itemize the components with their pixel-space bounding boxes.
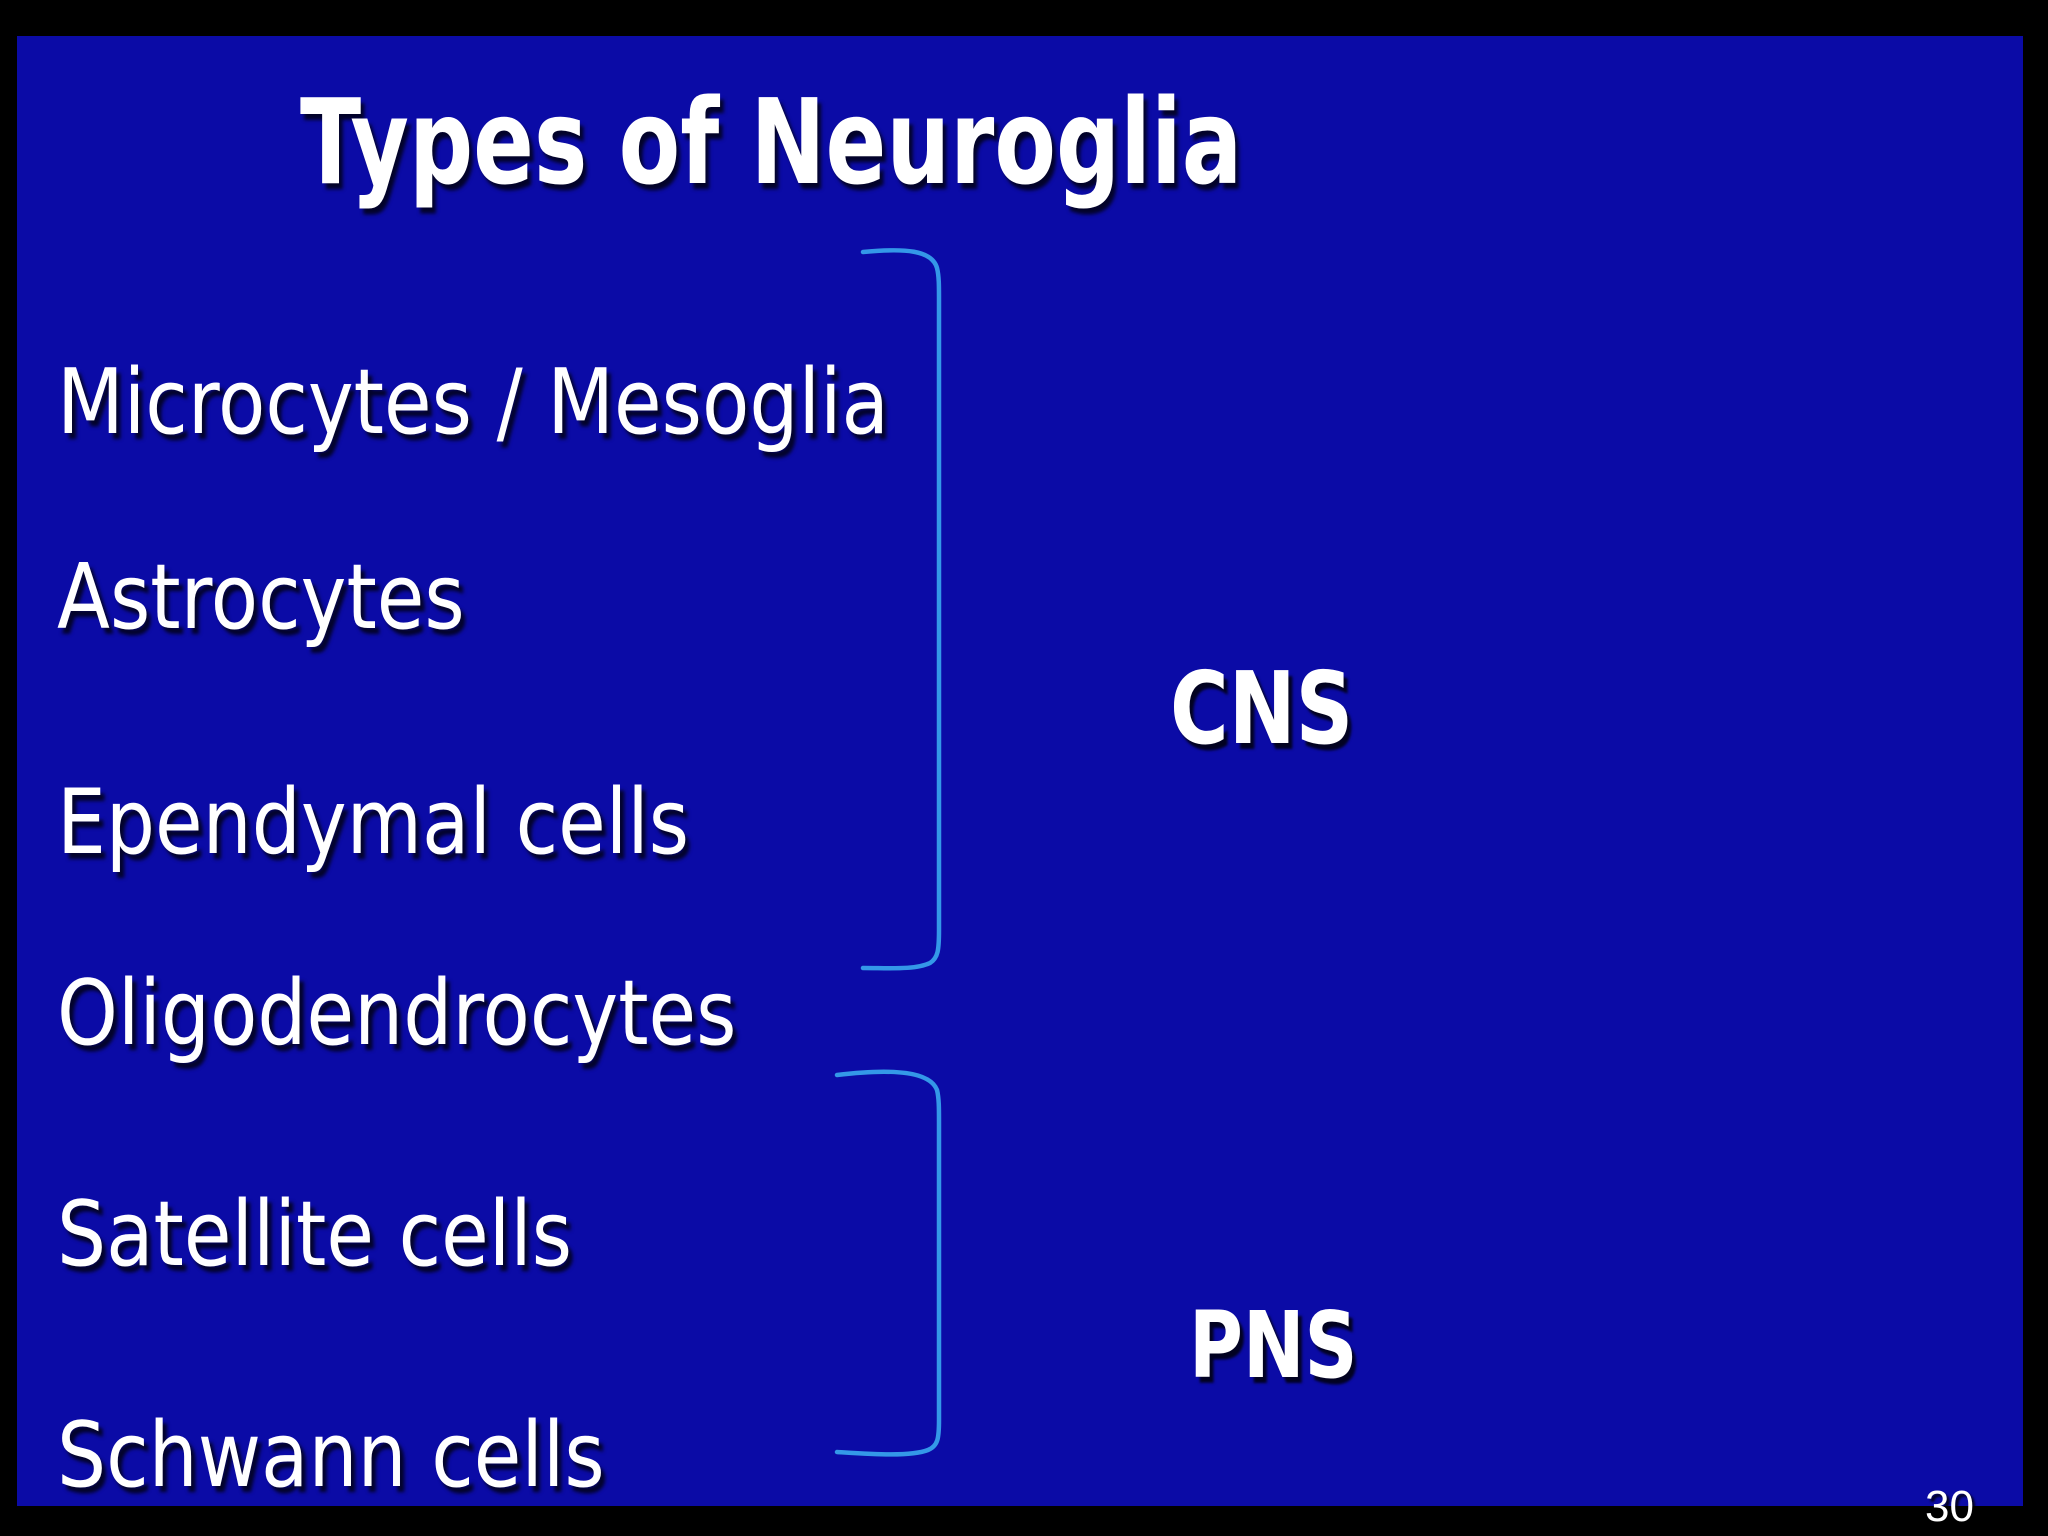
cns-group-label: CNS bbox=[1170, 650, 1354, 767]
pns-group-label: PNS bbox=[1189, 1292, 1358, 1399]
list-item-schwann-cells: Schwann cells bbox=[57, 1403, 605, 1508]
list-item-ependymal-cells: Ependymal cells bbox=[57, 770, 690, 875]
list-item-satellite-cells: Satellite cells bbox=[57, 1182, 573, 1287]
slide-title: Types of Neuroglia bbox=[300, 73, 1243, 211]
list-item-microcytes-mesoglia: Microcytes / Mesoglia bbox=[57, 350, 889, 455]
slide: Types of Neuroglia Microcytes / Mesoglia… bbox=[17, 36, 2023, 1531]
page-number: 30 bbox=[1925, 1482, 1974, 1531]
list-item-astrocytes: Astrocytes bbox=[57, 545, 465, 650]
list-item-oligodendrocytes: Oligodendrocytes bbox=[57, 961, 737, 1066]
